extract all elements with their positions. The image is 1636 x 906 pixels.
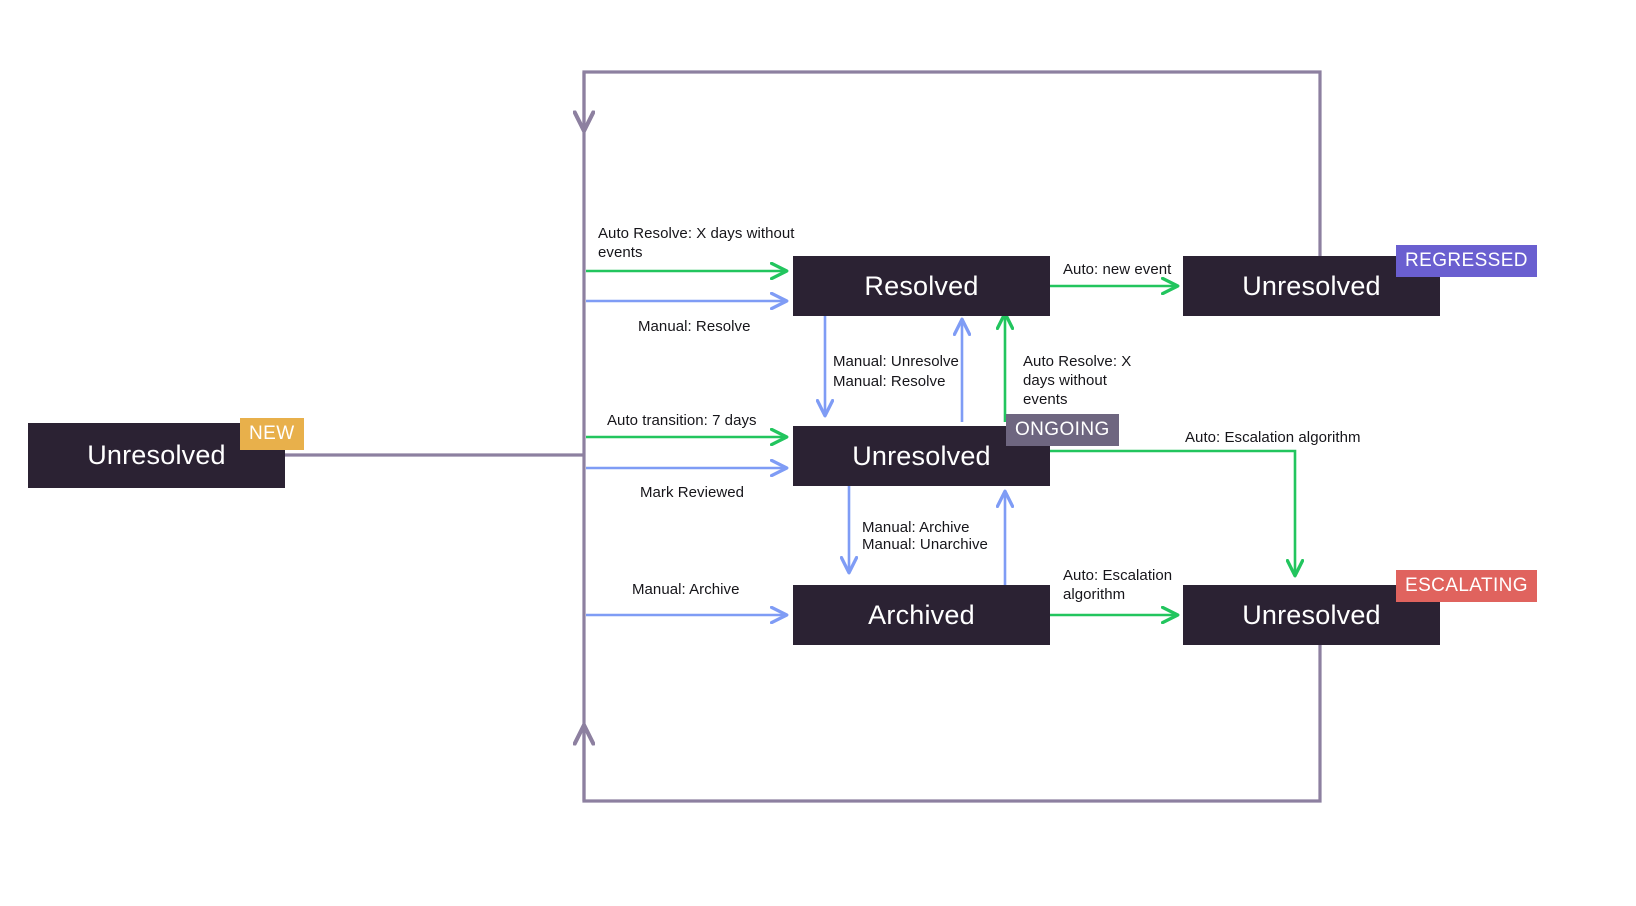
node-label: Unresolved bbox=[852, 440, 991, 471]
edge-label-auto-resolve-x-days-stacked: Auto Resolve: X days without events bbox=[1023, 353, 1132, 408]
status-badge-regressed: REGRESSED bbox=[1396, 245, 1537, 277]
edge-frame-fanout bbox=[285, 70, 1322, 803]
edge-label-auto-transition-7-days: Auto transition: 7 days bbox=[607, 412, 757, 429]
edge-label-manual-archive-bottom: Manual: Archive bbox=[632, 581, 740, 598]
edge-label-manual-resolve-mid: Manual: Resolve bbox=[833, 373, 946, 390]
status-badge-escalating: ESCALATING bbox=[1396, 570, 1537, 602]
badge-label: NEW bbox=[249, 423, 295, 444]
badge-label: REGRESSED bbox=[1405, 250, 1528, 271]
badge-label: ESCALATING bbox=[1405, 575, 1528, 596]
node-label: Unresolved bbox=[1242, 599, 1381, 630]
badge-label: ONGOING bbox=[1015, 419, 1110, 440]
node-label: Resolved bbox=[864, 270, 979, 301]
edge-label-auto-escalation-top: Auto: Escalation algorithm bbox=[1185, 429, 1361, 446]
edge-label-manual-archive-mid: Manual: Archive bbox=[862, 519, 970, 536]
node-archived[interactable]: Archived bbox=[793, 585, 1050, 645]
node-label: Archived bbox=[868, 599, 975, 630]
status-badge-ongoing: ONGOING bbox=[1006, 414, 1119, 446]
edge-auto-escalation-top bbox=[1050, 449, 1295, 575]
edge-label-manual-unarchive: Manual: Unarchive bbox=[862, 536, 988, 553]
edge-label-auto-resolve-x-days: Auto Resolve: X days without events bbox=[598, 225, 795, 261]
edge-label-auto-new-event: Auto: new event bbox=[1063, 261, 1172, 278]
status-badge-new: NEW bbox=[240, 418, 304, 450]
edge-label-manual-resolve-top: Manual: Resolve bbox=[638, 318, 751, 335]
node-resolved[interactable]: Resolved bbox=[793, 256, 1050, 316]
node-label: Unresolved bbox=[1242, 270, 1381, 301]
edge-label-manual-unresolve: Manual: Unresolve bbox=[833, 353, 959, 370]
node-label: Unresolved bbox=[87, 440, 226, 470]
edge-label-mark-reviewed: Mark Reviewed bbox=[640, 484, 745, 501]
edge-label-auto-escalation-bottom: Auto: Escalation algorithm bbox=[1063, 567, 1173, 603]
